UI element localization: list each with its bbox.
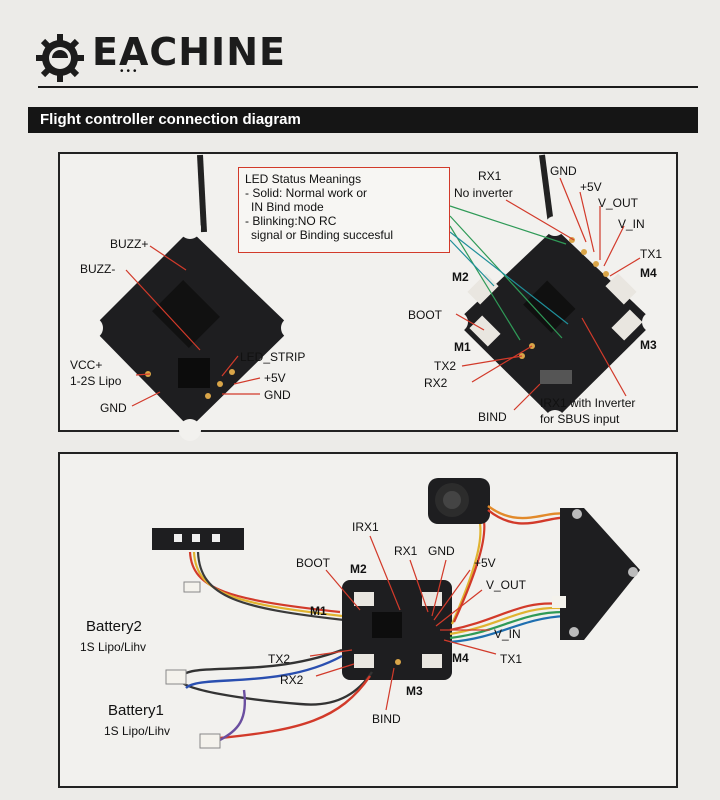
label-boot: BOOT [296, 556, 331, 570]
label-lipo: 1-2S Lipo [70, 374, 122, 388]
label-irx1: IRX1 with Inverter [540, 396, 636, 410]
label-v-in: V_IN [494, 627, 521, 641]
label-no-inverter: No inverter [454, 186, 513, 200]
label-irx1: IRX1 [352, 520, 379, 534]
label-v-in: V_IN [618, 217, 645, 231]
logo-dots-icon: ••• [120, 66, 140, 77]
label-led-strip: LED_STRIP [240, 350, 306, 364]
led-strip-module [152, 528, 244, 550]
label-m4: M4 [452, 651, 469, 665]
leader-buzz-minus [125, 269, 201, 351]
label-tx1: TX1 [640, 247, 663, 261]
label-tx1: TX1 [500, 652, 523, 666]
wiring-leaders [309, 535, 497, 711]
label-m4: M4 [640, 266, 657, 280]
label-battery2: Battery2 [86, 618, 142, 635]
led-status-box: LED Status Meanings - Solid: Normal work… [238, 167, 450, 253]
header: EACHINE ••• [0, 0, 720, 100]
label-rx2: RX2 [424, 376, 448, 390]
label-tx2: TX2 [268, 652, 291, 666]
label-vcc: VCC+ [70, 358, 103, 372]
label-rx2: RX2 [280, 673, 304, 687]
leader-gnd-left [131, 391, 161, 407]
leader-vcc [135, 373, 151, 376]
led-status-line: - Blinking:NO RC [245, 214, 337, 228]
label-5v: +5V [474, 556, 496, 570]
section-title: Flight controller connection diagram [28, 107, 698, 133]
led-pointer-lines [449, 205, 567, 341]
label-rx1: RX1 [394, 544, 418, 558]
label-buzz-minus: BUZZ- [80, 262, 116, 276]
battery-wires [178, 648, 373, 742]
label-gnd: GND [428, 544, 455, 558]
fc-board-wiring [342, 580, 452, 680]
right-board-leaders [455, 177, 641, 411]
label-gnd: GND [550, 164, 577, 178]
label-boot: BOOT [408, 308, 443, 322]
label-battery2-type: 1S Lipo/Lihv [80, 640, 147, 654]
led-status-title: LED Status Meanings [245, 172, 362, 186]
label-5v: +5V [580, 180, 602, 194]
led-status-line: signal or Binding succesful [251, 228, 394, 242]
label-bind: BIND [372, 712, 401, 726]
label-gnd-right: GND [264, 388, 291, 402]
label-rx1: RX1 [478, 169, 502, 183]
label-tx2: TX2 [434, 359, 457, 373]
led-status-line: - Solid: Normal work or [245, 186, 368, 200]
label-buzz-plus: BUZZ+ [110, 237, 149, 251]
battery2-connector [165, 669, 187, 685]
brand-logo: EACHINE [92, 30, 286, 74]
antenna-wire-left [197, 154, 207, 233]
label-gnd-left: GND [100, 401, 127, 415]
label-m2: M2 [350, 562, 367, 576]
gear-logo-icon [36, 34, 84, 82]
leader-5v [233, 377, 261, 385]
fc-board-left [81, 217, 303, 441]
label-m3: M3 [406, 684, 423, 698]
label-m3: M3 [640, 338, 657, 352]
led-status-line: IN Bind mode [251, 200, 324, 214]
label-m2: M2 [452, 270, 469, 284]
label-battery1: Battery1 [108, 702, 164, 719]
label-v-out: V_OUT [486, 578, 527, 592]
label-sbus: for SBUS input [540, 412, 620, 426]
label-battery1-type: 1S Lipo/Lihv [104, 724, 171, 738]
led-wires [188, 551, 345, 622]
label-bind: BIND [478, 410, 507, 424]
label-m1: M1 [310, 604, 327, 618]
battery1-connector [199, 733, 221, 749]
leader-led-strip [221, 355, 239, 377]
header-rule [38, 86, 698, 88]
label-v-out: V_OUT [598, 196, 639, 210]
label-m1: M1 [454, 340, 471, 354]
camera-module [428, 478, 490, 524]
label-5v: +5V [264, 371, 286, 385]
leader-buzz-plus [149, 245, 187, 271]
vtx-board [552, 508, 640, 640]
